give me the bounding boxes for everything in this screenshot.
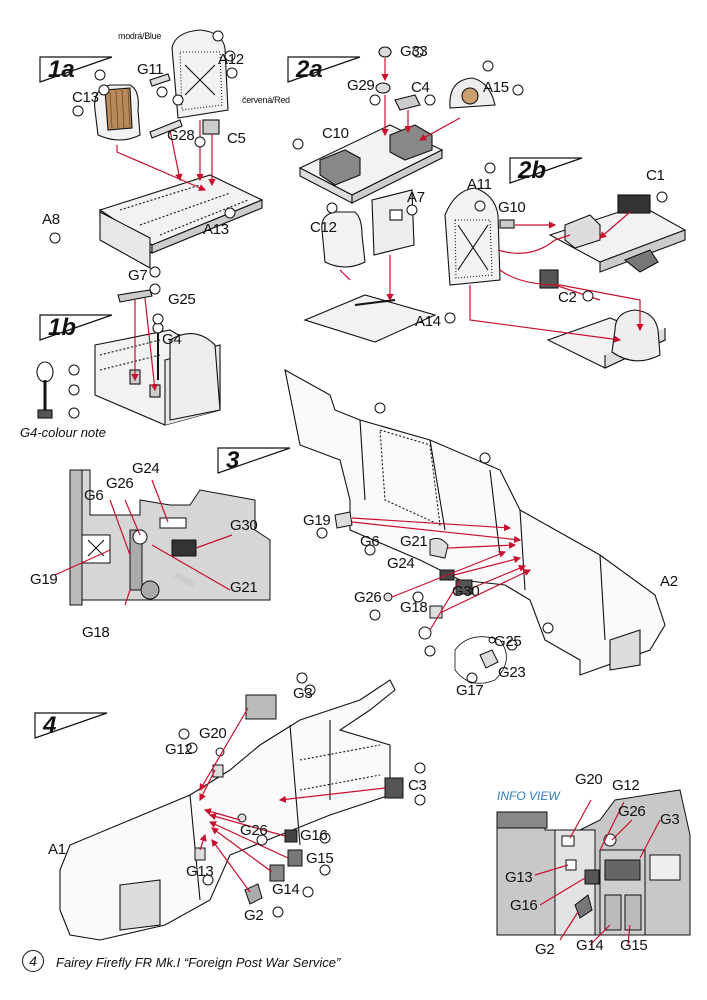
part-label: G12 bbox=[165, 741, 193, 758]
step-1b-red-leaders bbox=[131, 297, 158, 392]
part-label: G19 bbox=[30, 571, 58, 588]
part-label: G33 bbox=[400, 43, 428, 60]
part-label: G28 bbox=[167, 127, 195, 144]
part-label: G30 bbox=[230, 517, 258, 534]
part-label: G12 bbox=[612, 777, 640, 794]
part-label: G20 bbox=[199, 725, 227, 742]
step-3-inset-red-leaders bbox=[54, 479, 233, 606]
colour-label-red: červená/Red bbox=[242, 95, 290, 105]
part-label: A12 bbox=[218, 51, 244, 68]
part-label: C12 bbox=[310, 219, 337, 236]
info-view-panel bbox=[496, 789, 691, 936]
part-label: C10 bbox=[322, 125, 349, 142]
part-label: C13 bbox=[72, 89, 99, 106]
part-label: G24 bbox=[387, 555, 415, 572]
part-label: G13 bbox=[505, 869, 533, 886]
part-label: G30 bbox=[452, 583, 480, 600]
step-1a-red-leaders bbox=[116, 120, 216, 191]
part-label: G4 bbox=[162, 331, 182, 348]
part-label: G23 bbox=[498, 664, 526, 681]
info-view-red-leaders bbox=[534, 799, 661, 946]
footer-title: Fairey Firefly FR Mk.I “Foreign Post War… bbox=[56, 955, 341, 970]
step-label-1b: 1b bbox=[48, 314, 77, 341]
part-label: G26 bbox=[618, 803, 646, 820]
colour-label-blue: modrá/Blue bbox=[118, 31, 162, 41]
part-label: G21 bbox=[400, 533, 428, 550]
part-label: G18 bbox=[82, 624, 110, 641]
step-1b-drawing bbox=[36, 289, 221, 426]
part-label: A11 bbox=[467, 176, 492, 193]
part-label: G19 bbox=[303, 512, 331, 529]
part-label: G26 bbox=[240, 822, 268, 839]
page-number: 4 bbox=[22, 950, 44, 972]
step-4-red-leaders bbox=[199, 707, 386, 893]
part-label: G26 bbox=[354, 589, 382, 606]
part-label: C2 bbox=[558, 289, 577, 306]
step-label-2b: 2b bbox=[518, 157, 547, 184]
part-label: G24 bbox=[132, 460, 160, 477]
step-label-2a: 2a bbox=[296, 56, 323, 83]
part-label: G26 bbox=[106, 475, 134, 492]
step-4-parts bbox=[194, 694, 404, 905]
part-label: A13 bbox=[203, 221, 229, 238]
part-label: G18 bbox=[400, 599, 428, 616]
part-label: G17 bbox=[456, 682, 484, 699]
part-label: G2 bbox=[244, 907, 264, 924]
part-label: G16 bbox=[510, 897, 538, 914]
step-2a-red-leaders bbox=[339, 58, 461, 302]
part-label: G3 bbox=[660, 811, 680, 828]
part-label: G3 bbox=[293, 685, 313, 702]
g4-colour-note: G4-colour note bbox=[20, 425, 106, 440]
part-label: G7 bbox=[128, 267, 148, 284]
part-label: C4 bbox=[411, 79, 430, 96]
part-label: G11 bbox=[137, 61, 164, 78]
part-label: G25 bbox=[168, 291, 196, 308]
step-3-black-leaders bbox=[454, 636, 507, 684]
part-label: G14 bbox=[576, 937, 604, 954]
part-label: G6 bbox=[360, 533, 380, 550]
part-label: C5 bbox=[227, 130, 246, 147]
part-label: G15 bbox=[306, 850, 334, 867]
step-label-4: 4 bbox=[43, 712, 57, 739]
step-4-fuselage bbox=[59, 679, 396, 941]
step-2a-drawing bbox=[298, 46, 496, 343]
part-label: A8 bbox=[42, 211, 60, 228]
part-label: G10 bbox=[498, 199, 526, 216]
part-label: A1 bbox=[48, 841, 66, 858]
part-label: G14 bbox=[272, 881, 300, 898]
part-label: G29 bbox=[347, 77, 375, 94]
part-label: A14 bbox=[415, 313, 441, 330]
part-label: C1 bbox=[646, 167, 665, 184]
part-label: G15 bbox=[620, 937, 648, 954]
part-label: G16 bbox=[300, 827, 328, 844]
part-label: G25 bbox=[494, 633, 522, 650]
part-label: C3 bbox=[408, 777, 427, 794]
part-label: A15 bbox=[483, 79, 509, 96]
part-label: A2 bbox=[660, 573, 678, 590]
callout-circles bbox=[49, 30, 668, 918]
step-tag-shapes bbox=[34, 56, 583, 739]
step-label-3: 3 bbox=[226, 447, 240, 474]
step-2b-drawing bbox=[444, 187, 687, 369]
part-label: A7 bbox=[407, 189, 425, 206]
part-label: G21 bbox=[230, 579, 258, 596]
step-3-fuselage bbox=[284, 368, 666, 676]
step-label-1a: 1a bbox=[48, 56, 75, 83]
step-1a-drawing bbox=[94, 29, 264, 269]
step-3-inset bbox=[69, 469, 271, 606]
info-view-title: INFO VIEW bbox=[497, 789, 560, 803]
part-label: G2 bbox=[535, 941, 555, 958]
part-label: G13 bbox=[186, 863, 214, 880]
step-3-red-leaders bbox=[351, 517, 532, 631]
part-label: G6 bbox=[84, 487, 104, 504]
part-label: G20 bbox=[575, 771, 603, 788]
